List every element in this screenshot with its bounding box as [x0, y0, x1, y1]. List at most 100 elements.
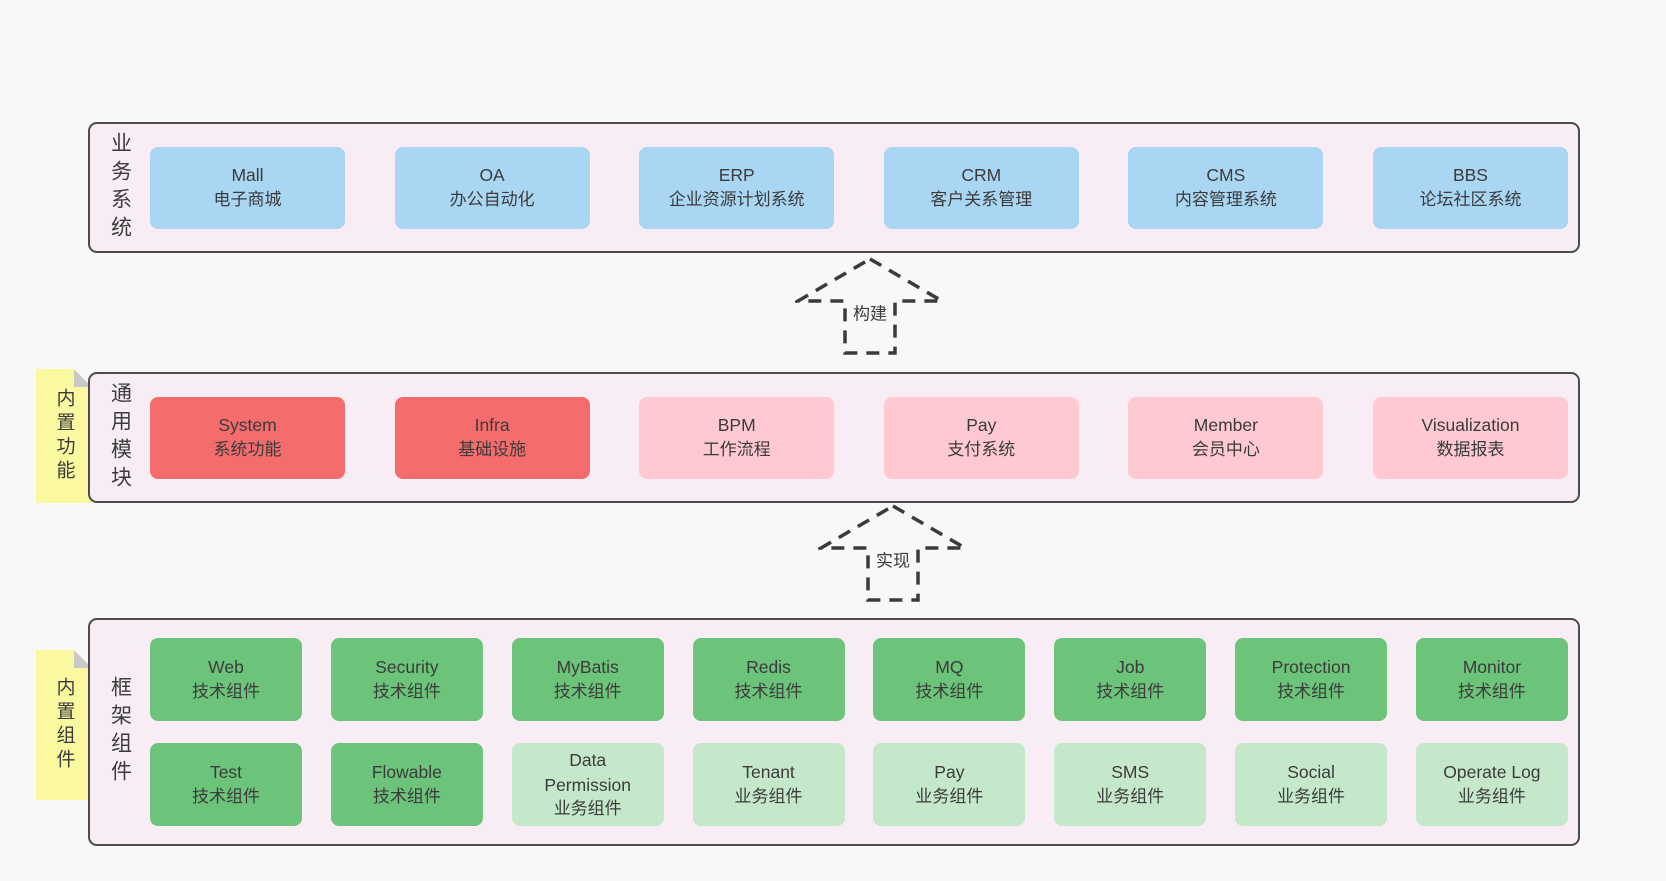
- note-text: 内置组件: [53, 677, 75, 773]
- box-mall: Mall 电子商城: [150, 146, 345, 229]
- band-boxes: Web 技术组件 Security 技术组件 MyBatis 技术组件 Redi…: [150, 620, 1578, 844]
- box-subtitle: 技术组件: [734, 681, 803, 701]
- box-subtitle: 业务组件: [553, 799, 622, 819]
- box-title: OA: [479, 165, 505, 186]
- band-label-column: 业务系统: [90, 124, 150, 251]
- box-subtitle: 技术组件: [1277, 681, 1346, 701]
- box-job: Job 技术组件: [1054, 638, 1207, 721]
- box-subtitle: 技术组件: [1096, 681, 1165, 701]
- box-title: BBS: [1452, 165, 1488, 186]
- box-title: Member: [1193, 415, 1258, 436]
- band-label-column: 框架组件: [90, 620, 150, 844]
- box-subtitle: 业务组件: [1457, 786, 1526, 806]
- band-label: 业务系统: [108, 131, 132, 244]
- box-subtitle: 业务组件: [915, 786, 984, 806]
- box-subtitle: 技术组件: [1457, 681, 1526, 701]
- note-text: 内置功能: [53, 388, 75, 484]
- box-crm: CRM 客户关系管理: [883, 146, 1079, 229]
- note-builtin-features: 内置功能: [36, 369, 92, 503]
- box-title: Test: [209, 762, 243, 783]
- box-oa: OA 办公自动化: [394, 146, 590, 229]
- arrow-build-label: 构建: [849, 298, 891, 326]
- box-subtitle: 技术组件: [915, 681, 984, 701]
- band-framework-components: 框架组件 Web 技术组件 Security 技术组件 MyBatis 技术组件…: [88, 618, 1580, 846]
- box-subtitle: 论坛社区系统: [1419, 189, 1522, 209]
- box-cms: CMS 内容管理系统: [1128, 146, 1324, 229]
- box-visualization: Visualization 数据报表: [1372, 396, 1568, 479]
- box-infra: Infra 基础设施: [394, 396, 590, 479]
- box-title: Mall: [231, 165, 264, 186]
- box-test: Test 技术组件: [150, 743, 302, 826]
- box-subtitle: 技术组件: [372, 786, 441, 806]
- box-system: System 系统功能: [150, 396, 345, 479]
- box-title: Data Permission: [544, 750, 631, 795]
- box-title: Redis: [746, 657, 791, 678]
- box-member: Member 会员中心: [1128, 396, 1324, 479]
- box-title: System: [218, 415, 277, 436]
- band-boxes: System 系统功能 Infra 基础设施 BPM 工作流程 Pay 支付系统…: [150, 374, 1578, 501]
- up-arrow-dashed-icon: [791, 256, 949, 355]
- box-subtitle: 业务组件: [1096, 786, 1165, 806]
- box-title: BPM: [717, 415, 756, 436]
- box-title: Web: [208, 657, 244, 678]
- box-title: Protection: [1271, 657, 1351, 678]
- band-label: 框架组件: [108, 676, 132, 788]
- note-builtin-components: 内置组件: [36, 650, 92, 800]
- box-subtitle: 数据报表: [1436, 439, 1505, 459]
- box-title: Security: [375, 657, 439, 678]
- box-subtitle: 办公自动化: [449, 189, 535, 209]
- band-label-column: 通用模块: [90, 374, 150, 501]
- box-social: Social 业务组件: [1235, 743, 1388, 826]
- box-title: Operate Log: [1443, 762, 1541, 783]
- box-subtitle: 系统功能: [213, 439, 282, 459]
- box-title: Job: [1116, 657, 1145, 678]
- box-title: Pay: [934, 762, 965, 783]
- box-sms: SMS 业务组件: [1054, 743, 1207, 826]
- box-subtitle: 业务组件: [1277, 786, 1346, 806]
- box-subtitle: 客户关系管理: [930, 189, 1033, 209]
- box-title: MQ: [935, 657, 964, 678]
- box-bbs: BBS 论坛社区系统: [1372, 146, 1568, 229]
- box-redis: Redis 技术组件: [692, 638, 845, 721]
- box-pay-component: Pay 业务组件: [873, 743, 1026, 826]
- box-title: CMS: [1206, 165, 1246, 186]
- box-subtitle: 技术组件: [192, 681, 260, 701]
- box-flowable: Flowable 技术组件: [330, 743, 483, 826]
- box-subtitle: 电子商城: [213, 189, 282, 209]
- component-row-2: Test 技术组件 Flowable 技术组件 Data Permission …: [150, 743, 1568, 826]
- box-subtitle: 会员中心: [1191, 439, 1260, 459]
- band-boxes: Mall 电子商城 OA 办公自动化 ERP 企业资源计划系统 CRM 客户关系…: [150, 124, 1578, 251]
- box-title: MyBatis: [556, 657, 619, 678]
- box-title: Pay: [966, 415, 997, 436]
- band-business-systems: 业务系统 Mall 电子商城 OA 办公自动化 ERP 企业资源计划系统 CRM…: [88, 122, 1580, 253]
- arrow-build: 构建: [791, 256, 949, 356]
- component-row-1: Web 技术组件 Security 技术组件 MyBatis 技术组件 Redi…: [150, 638, 1568, 721]
- box-subtitle: 技术组件: [192, 786, 260, 806]
- box-subtitle: 内容管理系统: [1174, 189, 1277, 209]
- box-protection: Protection 技术组件: [1235, 638, 1388, 721]
- box-operate-log: Operate Log 业务组件: [1415, 743, 1568, 826]
- box-subtitle: 业务组件: [734, 786, 803, 806]
- box-title: Tenant: [742, 762, 795, 783]
- band-label: 通用模块: [108, 381, 132, 494]
- box-title: ERP: [718, 165, 755, 186]
- box-subtitle: 基础设施: [458, 439, 527, 459]
- arrow-implement: 实现: [814, 503, 972, 603]
- box-title: Visualization: [1421, 415, 1520, 436]
- box-mq: MQ 技术组件: [873, 638, 1026, 721]
- box-subtitle: 企业资源计划系统: [668, 189, 805, 209]
- box-subtitle: 技术组件: [553, 681, 622, 701]
- box-data-permission: Data Permission 业务组件: [511, 743, 664, 826]
- box-subtitle: 技术组件: [372, 681, 441, 701]
- box-title: Monitor: [1462, 657, 1522, 678]
- box-monitor: Monitor 技术组件: [1415, 638, 1568, 721]
- box-subtitle: 工作流程: [702, 439, 771, 459]
- box-title: Flowable: [371, 762, 442, 783]
- box-subtitle: 支付系统: [947, 439, 1016, 459]
- box-title: CRM: [961, 165, 1002, 186]
- box-security: Security 技术组件: [330, 638, 483, 721]
- box-erp: ERP 企业资源计划系统: [639, 146, 835, 229]
- box-bpm: BPM 工作流程: [639, 396, 835, 479]
- band-common-modules: 通用模块 System 系统功能 Infra 基础设施 BPM 工作流程 Pay…: [88, 372, 1580, 503]
- box-title: SMS: [1111, 762, 1150, 783]
